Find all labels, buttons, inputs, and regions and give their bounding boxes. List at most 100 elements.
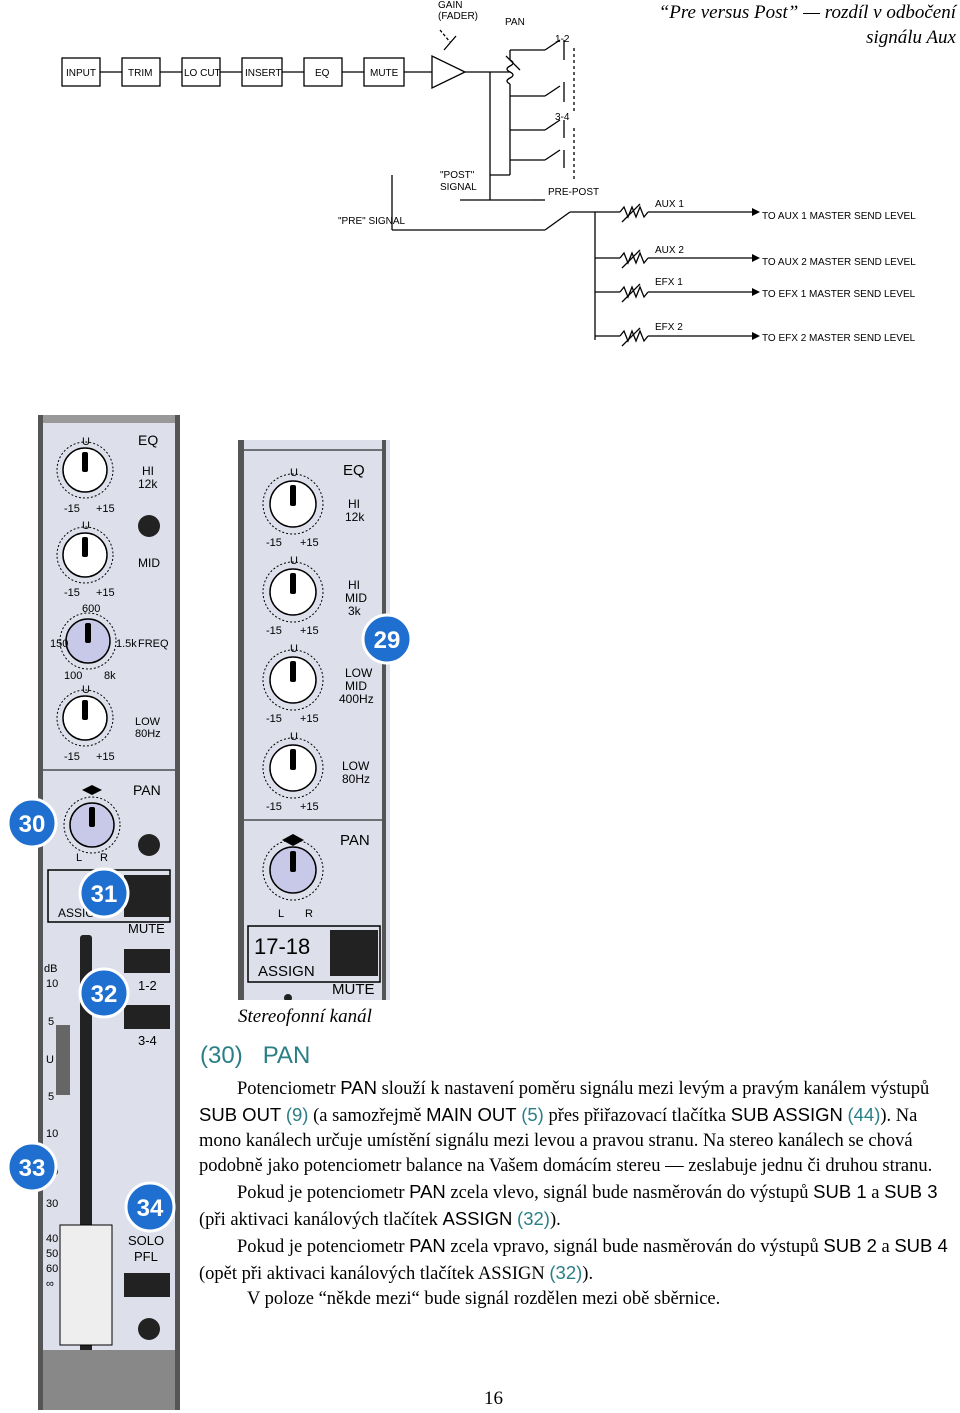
section-number: (30)	[200, 1042, 243, 1069]
solo-button[interactable]	[124, 1273, 170, 1297]
low-label: LOW	[342, 759, 370, 773]
lowmid-plus: +15	[300, 713, 319, 725]
badge-31: 31	[91, 881, 118, 908]
eq-label: EQ	[343, 462, 365, 479]
send-aux2-dest: TO AUX 2 MASTER SEND LEVEL	[762, 257, 916, 268]
pan-r: R	[100, 852, 108, 864]
freq-100: 100	[64, 670, 82, 682]
hi-minus: -15	[64, 503, 80, 515]
hi-u: U	[82, 436, 90, 448]
paragraph-1: Potenciometr PAN slouží k nastavení pomě…	[199, 1077, 933, 1176]
mute-button[interactable]	[124, 875, 170, 917]
knob-hi-mid[interactable]	[262, 561, 324, 623]
knob-mid-eq[interactable]	[56, 526, 114, 584]
send-aux1-dest: TO AUX 1 MASTER SEND LEVEL	[762, 211, 916, 222]
pan-peak-led	[138, 834, 160, 856]
pre-label: "PRE" SIGNAL	[338, 216, 406, 227]
pfl-label: PFL	[134, 1249, 158, 1264]
eq-label: EQ	[138, 432, 158, 448]
mute-button[interactable]	[330, 930, 378, 976]
bus-34-label: 3-4	[555, 112, 570, 123]
knob-hi[interactable]	[262, 473, 324, 535]
low-plus: +15	[300, 801, 319, 813]
knob-hi-eq[interactable]	[56, 441, 114, 499]
scale-5b: 5	[48, 1091, 54, 1103]
knob-low[interactable]	[262, 737, 324, 799]
badge-34: 34	[137, 1195, 164, 1222]
block-lo-cut-label: LO CUT	[184, 68, 221, 79]
caption-line-2: signálu Aux	[866, 27, 956, 48]
lowmid-freq: 400Hz	[339, 692, 374, 706]
db-label: dB	[44, 963, 57, 975]
lowmid-minus: -15	[266, 713, 282, 725]
hi-freq: 12k	[345, 510, 365, 524]
bus-34-label: 3-4	[138, 1033, 157, 1048]
lowmid-label-2: MID	[345, 679, 367, 693]
scale-30: 30	[46, 1198, 58, 1210]
post-label-2: SIGNAL	[440, 182, 477, 193]
hi-label: HI	[348, 497, 360, 511]
send-efx1-dest: TO EFX 1 MASTER SEND LEVEL	[762, 289, 916, 300]
low-minus: -15	[64, 751, 80, 763]
himid-label-2: MID	[345, 591, 367, 605]
caption-line-1: “Pre versus Post” — rozdíl v odbočení	[658, 2, 956, 23]
bus-34-button[interactable]	[124, 1005, 170, 1029]
scale-10: 10	[46, 978, 58, 990]
freq-label: FREQ	[138, 638, 169, 650]
mono-channel-strip: U -15 +15 EQ HI 12k U -15 +15 MID 600 15…	[38, 415, 180, 1410]
fader-label: (FADER)	[438, 11, 478, 22]
pan-label: PAN	[340, 832, 370, 849]
knob-low-eq[interactable]	[56, 689, 114, 747]
channel-number: 17-18	[254, 934, 310, 959]
freq-150: 150	[50, 638, 68, 650]
mid-u: U	[82, 520, 90, 532]
scale-u: U	[46, 1054, 54, 1066]
mid-label: MID	[138, 556, 160, 570]
mute-label: MUTE	[128, 921, 165, 936]
mid-plus: +15	[96, 587, 115, 599]
bus-12-button[interactable]	[124, 949, 170, 973]
paragraph-3: Pokud je potenciometr PAN zcela vpravo, …	[199, 1235, 948, 1284]
knob-pan[interactable]	[63, 785, 121, 854]
pan-l: L	[278, 908, 284, 920]
scale-5: 5	[48, 1016, 54, 1028]
pan-label: PAN	[133, 782, 161, 798]
bus-12-label: 1-2	[138, 978, 157, 993]
send-efx2-name: EFX 2	[655, 322, 683, 333]
diagram-caption: “Pre versus Post” — rozdíl v odbočení si…	[659, 0, 956, 50]
assign-label: ASSIGN	[258, 963, 315, 980]
paragraph-4: V poloze “někde mezi“ bude signál rozděl…	[247, 1289, 721, 1309]
block-trim-label: TRIM	[128, 68, 152, 79]
send-aux1-name: AUX 1	[655, 199, 684, 210]
stereo-channel-strip: EQ U -15 +15 HI 12k U -15 +15 HI MID 3k …	[238, 440, 390, 1000]
hi-minus: -15	[266, 537, 282, 549]
mid-minus: -15	[64, 587, 80, 599]
scale-40: 40	[46, 1233, 58, 1245]
scale-60: 60	[46, 1263, 58, 1275]
knob-mid-freq[interactable]	[59, 612, 117, 670]
prepost-label: PRE-POST	[548, 187, 599, 198]
gain-amplifier	[431, 54, 467, 90]
post-label-1: "POST"	[440, 170, 475, 181]
signal-flow-diagram: INPUT TRIM LO CUT INSERT EQ MUTE GAIN (F…	[61, 0, 916, 347]
send-efx2-dest: TO EFX 2 MASTER SEND LEVEL	[762, 333, 916, 344]
stereo-caption: Stereofonní kanál	[238, 1006, 372, 1027]
section-title: PAN	[262, 1042, 311, 1069]
send-efx1-name: EFX 1	[655, 277, 683, 288]
block-mute-label: MUTE	[370, 68, 399, 79]
paragraph-2: Pokud je potenciometr PAN zcela vlevo, s…	[199, 1181, 938, 1230]
send-aux2-name: AUX 2	[655, 245, 684, 256]
solo-led	[138, 1318, 160, 1340]
badge-33: 33	[19, 1155, 46, 1182]
scale-inf: ∞	[46, 1278, 54, 1290]
knob-pan[interactable]	[262, 834, 324, 901]
bus-12-label: 1-2	[555, 34, 570, 45]
low-freq: 80Hz	[135, 728, 161, 740]
knob-low-mid[interactable]	[262, 649, 324, 711]
badge-30: 30	[19, 811, 46, 838]
eq-in-button[interactable]	[138, 515, 160, 537]
fader-cap[interactable]	[59, 1224, 113, 1346]
lowmid-label-1: LOW	[345, 666, 373, 680]
solo-label: SOLO	[128, 1233, 164, 1248]
low-label: LOW	[135, 716, 161, 728]
